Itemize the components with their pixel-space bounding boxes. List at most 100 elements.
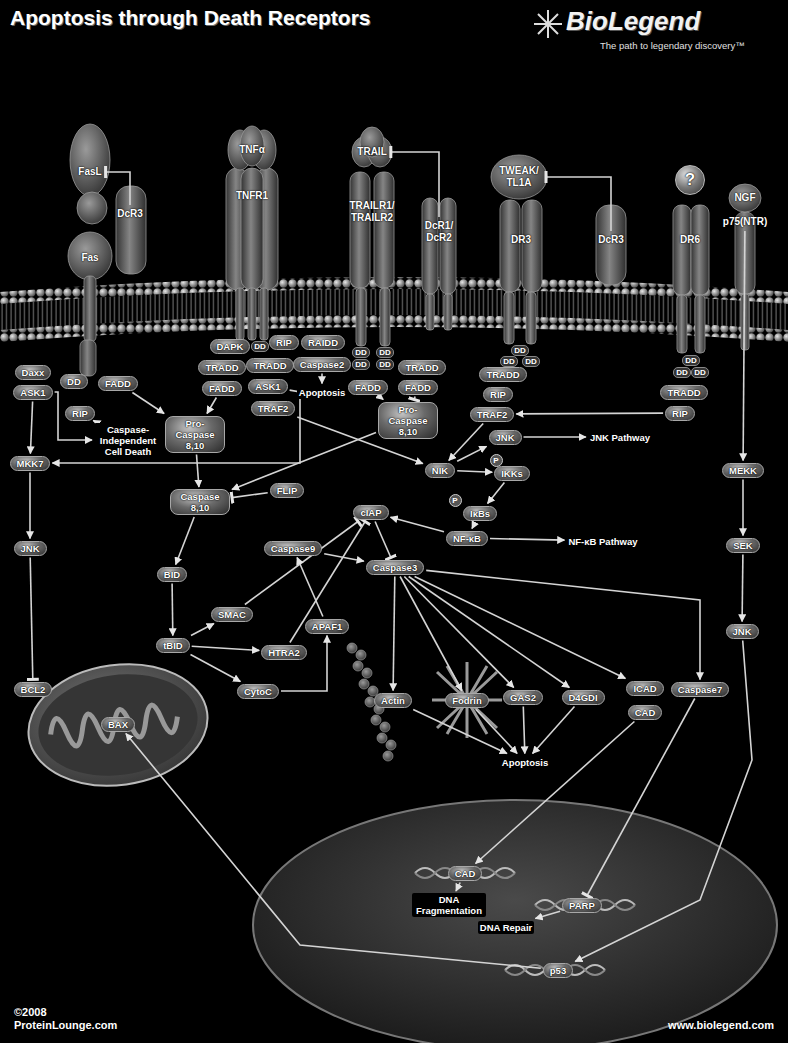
node-text: HTRA2 [268, 647, 300, 658]
death-domain-tag: DD [376, 359, 394, 370]
protein-node: Fodrin [445, 693, 489, 708]
protein-node: NF-κB [446, 531, 488, 546]
cell-membrane [0, 277, 788, 342]
protein-node: APAF1 [305, 619, 349, 634]
protein-node: BID [157, 567, 187, 582]
protein-node: BCL2 [14, 682, 53, 697]
activation-arrow [476, 722, 635, 864]
inhibition-line [413, 397, 415, 400]
protein-node: RIP [65, 406, 95, 421]
protein-node: GAS2 [503, 690, 543, 705]
protein-node: IKKs [494, 466, 530, 481]
activation-arrow [191, 655, 241, 682]
activation-arrow [741, 555, 743, 622]
node-text: DD [67, 376, 81, 387]
protein-node: Caspase3 [366, 560, 424, 575]
protein-node: CytoC [237, 684, 279, 699]
node-text: DcR3 [598, 234, 624, 246]
node-text: Pro-Caspase 8,10 [385, 404, 431, 437]
node-text: JNK [733, 626, 752, 637]
node-text: FADD [355, 382, 381, 393]
node-text: DNA Repair [480, 922, 532, 933]
node-text: MEKK [729, 465, 757, 476]
death-domain-tag: DD [522, 356, 540, 367]
activation-arrow [171, 584, 173, 636]
activation-arrow [743, 231, 745, 461]
node-text: D4GDI [569, 692, 598, 703]
phosphate-tag: P [449, 494, 462, 507]
receptor-label: TWEAK/ TL1A [494, 164, 544, 190]
protein-node: FLIP [270, 483, 305, 498]
inhibition-line [30, 558, 33, 680]
inhibition-line [245, 522, 358, 605]
node-text: DcR3 [117, 208, 143, 220]
activation-arrow [281, 636, 327, 692]
node-text: IκBs [470, 508, 490, 519]
protein-node: TRAF2 [251, 401, 296, 416]
node-text: Caspase-Independent Cell Death [96, 424, 160, 457]
inhibition-line [232, 493, 268, 498]
receptor-label: TRAILR1/ TRAILR2 [345, 199, 399, 225]
node-text: Caspase 8,10 [177, 491, 223, 513]
activation-arrow [533, 707, 575, 754]
protein-node: Caspase7 [671, 682, 729, 697]
activation-arrow [524, 436, 586, 438]
death-domain-tag: DD [352, 347, 370, 358]
protein-node: JNK [726, 624, 759, 639]
node-text: CytoC [244, 686, 272, 697]
node-text: TRADD [405, 362, 438, 373]
copyright-text: ProteinLounge.com [14, 1019, 117, 1032]
node-text: DR3 [511, 234, 531, 246]
protein-node: ASK1 [13, 385, 52, 400]
node-text: CAD [455, 868, 476, 879]
website-text: www.biolegend.com [668, 1019, 774, 1032]
protein-node: Pro-Caspase 8,10 [165, 416, 225, 453]
activation-arrow [404, 577, 513, 688]
node-text: TRAILR1/ TRAILR2 [347, 200, 397, 224]
node-text: NIK [432, 465, 448, 476]
receptor-label: DcR3 [596, 233, 626, 247]
inhibition-line [587, 699, 695, 896]
node-text: APAF1 [312, 621, 342, 632]
activation-arrow [197, 455, 199, 488]
node-text: JNK [21, 543, 40, 554]
protein-node: TRADD [660, 385, 707, 400]
activation-arrow [456, 883, 460, 892]
node-text: RAIDD [308, 337, 338, 348]
node-text: DNA Fragmentation [414, 894, 484, 916]
death-domain-tag: DD [352, 359, 370, 370]
node-text: TRADD [253, 360, 286, 371]
activation-arrow [535, 911, 560, 918]
outcome-text: DNA Fragmentation [412, 893, 486, 917]
protein-node: TRADD [398, 360, 445, 375]
copyright-text: ©2008 [14, 1006, 47, 1019]
node-text: MKK7 [17, 458, 44, 469]
receptor-label: DcR1/ DcR2 [417, 219, 461, 245]
protein-node: RAIDD [301, 335, 345, 350]
outcome-text: Apoptosis [500, 756, 550, 769]
protein-node: BAX [101, 717, 135, 732]
node-text: RIP [276, 337, 292, 348]
activation-arrow [232, 433, 376, 490]
activation-arrow [400, 577, 462, 691]
activation-arrow [575, 641, 752, 962]
protein-node: Daxx [15, 365, 52, 380]
protein-node: IκBs [463, 506, 497, 521]
protein-node: DD [60, 374, 88, 389]
protein-node: SMAC [211, 607, 253, 622]
inhibition-line [290, 522, 365, 643]
node-text: RIP [490, 389, 506, 400]
activation-arrow [523, 707, 525, 754]
outcome-text: Caspase-Independent Cell Death [94, 423, 162, 458]
activation-arrow [476, 710, 517, 754]
protein-node: FADD [98, 376, 138, 391]
protein-node: FADD [348, 380, 388, 395]
protein-node: FADD [202, 381, 242, 396]
node-text: Fodrin [452, 695, 482, 706]
death-domain-tag: DD [376, 347, 394, 358]
node-text: Caspase9 [271, 543, 315, 554]
phosphate-tag: P [490, 454, 503, 467]
tagline: The path to legendary discovery™ [600, 40, 745, 51]
